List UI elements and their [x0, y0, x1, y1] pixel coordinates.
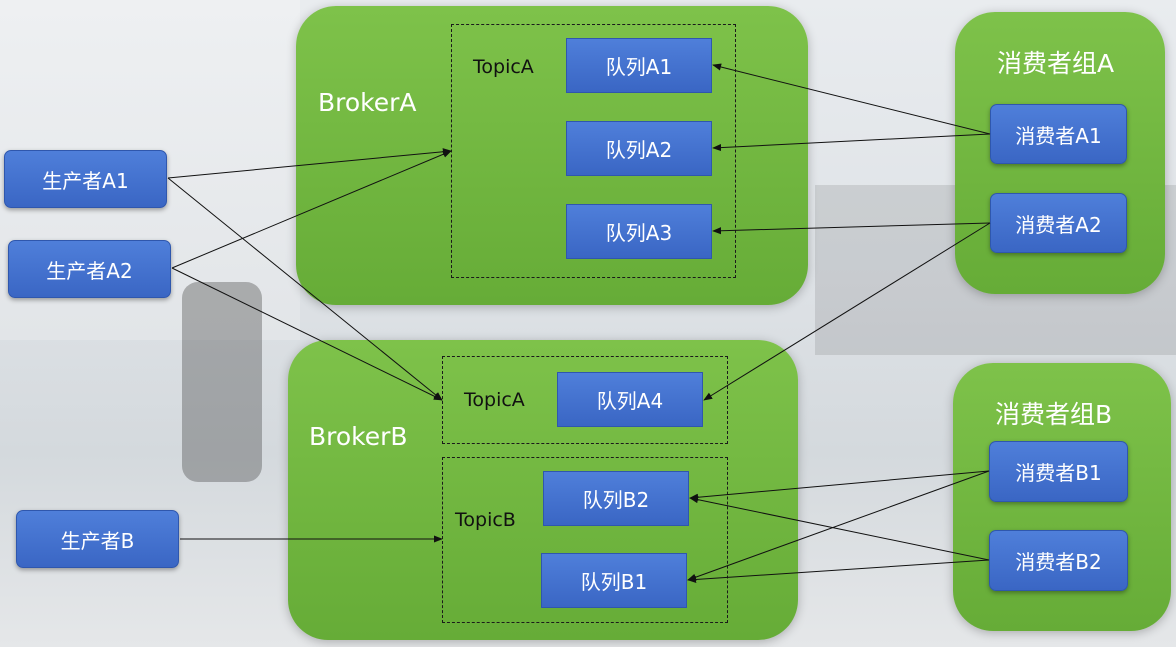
consumer-group-a-label: 消费者组A: [997, 49, 1115, 78]
queue-a1: 队列A1: [566, 38, 712, 93]
queue-a4: 队列A4: [557, 372, 703, 427]
broker-b-topic-b-label: TopicB: [455, 509, 516, 531]
consumer-a2: 消费者A2: [990, 193, 1127, 253]
background-bottle: [182, 282, 262, 482]
consumer-a1: 消费者A1: [990, 104, 1127, 164]
consumer-b1: 消费者B1: [989, 441, 1128, 502]
queue-a2: 队列A2: [566, 121, 712, 176]
queue-b1: 队列B1: [541, 553, 687, 608]
queue-b2: 队列B2: [543, 471, 689, 526]
producer-b: 生产者B: [16, 510, 179, 568]
consumer-group-b-label: 消费者组B: [995, 400, 1113, 429]
producer-a2: 生产者A2: [8, 240, 171, 298]
producer-a1: 生产者A1: [4, 150, 167, 208]
queue-a3: 队列A3: [566, 204, 712, 259]
broker-b-label: BrokerB: [309, 422, 408, 451]
broker-a-label: BrokerA: [318, 88, 417, 117]
consumer-b2: 消费者B2: [989, 530, 1128, 591]
broker-a-topic-a-label: TopicA: [473, 56, 534, 78]
broker-b-topic-a-label: TopicA: [464, 389, 525, 411]
